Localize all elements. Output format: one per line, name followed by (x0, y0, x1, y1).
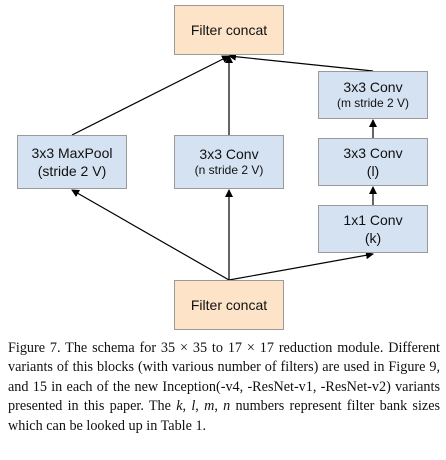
edge-conv-m-to-filter-concat-top (228, 52, 374, 72)
conv-m-sublabel: (m stride 2 V) (336, 96, 409, 111)
caption-var-n: n (223, 398, 231, 415)
caption-var-l: l (191, 398, 196, 415)
caption-var-k: k (176, 398, 183, 415)
caption-mid-2: reduction module. Different variants of … (8, 340, 440, 415)
caption-tail: numbers represent filter bank sizes whic… (8, 398, 441, 434)
filter-concat-bottom: Filter concat (174, 280, 284, 330)
conv-n-label: 3x3 Conv (199, 146, 259, 163)
maxpool-label: 3x3 MaxPool (31, 144, 113, 161)
edge-filter-concat-bottom-to-maxpool (71, 189, 230, 281)
conv-k-label: 1x1 Conv (343, 211, 403, 228)
conv-l-sublabel: (l) (366, 163, 380, 179)
caption-sep-2: , (195, 398, 205, 415)
figure-caption: Figure 7. The schema for 35 × 35 to 17 ×… (8, 339, 440, 436)
caption-lead: Figure 7. The schema for (8, 340, 161, 356)
maxpool-node: 3x3 MaxPool (stride 2 V) (17, 135, 127, 189)
caption-mid-1: to (207, 340, 228, 356)
conv-m-node: 3x3 Conv (m stride 2 V) (318, 71, 428, 119)
filter-concat-bottom-label: Filter concat (190, 296, 268, 313)
caption-sep-3: , (214, 398, 224, 415)
conv-n-node: 3x3 Conv (n stride 2 V) (174, 135, 284, 189)
conv-k-sublabel: (k) (364, 230, 382, 246)
caption-var-m: m (204, 398, 215, 415)
caption-expr-17: 17 × 17 (227, 340, 274, 356)
filter-concat-top: Filter concat (174, 5, 284, 55)
conv-k-node: 1x1 Conv (k) (318, 205, 428, 253)
conv-l-label: 3x3 Conv (343, 144, 403, 161)
caption-expr-35: 35 × 35 (160, 340, 208, 356)
edge-filter-concat-bottom-to-conv-k (228, 251, 374, 281)
conv-l-node: 3x3 Conv (l) (318, 138, 428, 186)
maxpool-sublabel: (stride 2 V) (37, 163, 107, 179)
edge-maxpool-to-filter-concat-top (71, 55, 230, 136)
reduction-module-diagram: Filter concat 3x3 MaxPool (stride 2 V) 3… (17, 5, 428, 330)
conv-m-label: 3x3 Conv (343, 79, 403, 96)
filter-concat-top-label: Filter concat (190, 21, 268, 38)
edges-layer (71, 52, 377, 281)
caption-sep-1: , (182, 398, 192, 415)
conv-n-sublabel: (n stride 2 V) (194, 163, 264, 178)
